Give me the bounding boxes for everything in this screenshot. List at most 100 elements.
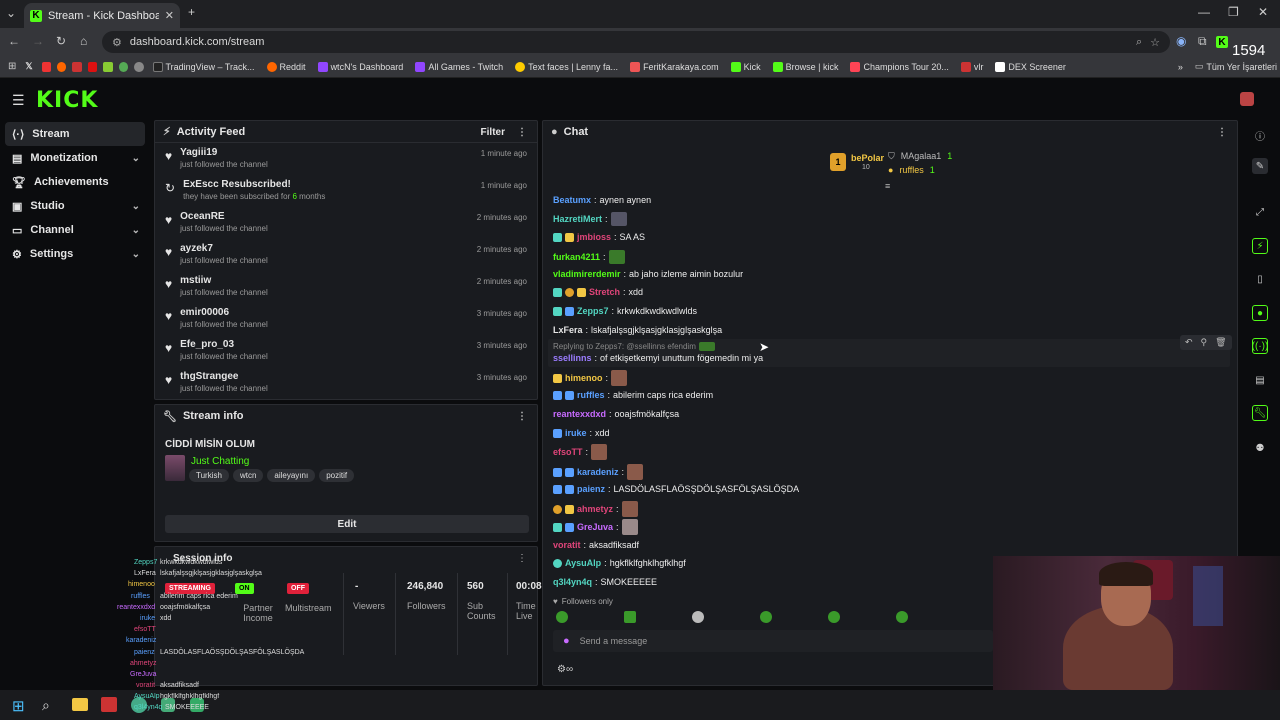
bookmark-twitch-games[interactable]: All Games - Twitch [412,61,506,72]
bookmark-kick[interactable]: Kick [728,61,764,72]
bookmark-wtcn-dashboard[interactable]: wtcN's Dashboard [315,61,407,72]
bookmark-champions-tour[interactable]: Champions Tour 20... [847,61,951,72]
tag[interactable]: Turkish [189,469,229,482]
kebab-icon[interactable]: ⋮ [1217,127,1227,138]
delete-icon[interactable]: 🗑︎ [1215,337,1227,347]
reddit-small-icon[interactable] [57,61,67,72]
sidebar-item-monetization[interactable]: ▤Monetization⌄ [12,152,140,165]
gmail-icon[interactable] [72,61,82,72]
site-info-icon[interactable]: ⚙ [112,36,122,49]
bookmark-reddit[interactable]: Reddit [264,61,309,72]
leaderboard-name[interactable]: bePolar [851,153,885,163]
activity-feed-header: ⚡︎ Activity Feed Filter ⋮ [155,121,537,143]
kebab-icon[interactable]: ⋮ [517,411,527,422]
reply-icon[interactable]: ↶ [1185,337,1193,347]
chrome-icon[interactable] [131,697,147,713]
reload-icon[interactable]: ↻ [56,34,67,48]
sidebar-item-stream[interactable]: ⟨·⟩Stream [5,122,145,146]
emote-icon[interactable] [896,611,908,623]
vip-badge-icon [577,287,586,297]
youtube-icon[interactable] [41,61,52,72]
sidebar-item-studio[interactable]: ▣Studio⌄ [12,200,140,213]
tag[interactable]: aileyayını [267,469,316,482]
tab-close-icon[interactable]: ✕ [164,10,174,22]
tag[interactable]: wtcn [232,469,264,482]
kebab-icon[interactable]: ⋮ [517,553,527,564]
filter-button[interactable]: Filter [480,127,505,138]
bookmark-vlr[interactable]: vlr [958,61,987,72]
info-icon[interactable]: ⓘ [1255,131,1265,143]
message-input[interactable]: ● Send a message [553,630,993,652]
leaderboard-name[interactable]: ruffles [899,165,924,175]
new-tab-icon[interactable]: + [188,5,196,19]
edit-button[interactable]: Edit [165,515,529,533]
zoom-icon[interactable]: ⌕ [1135,35,1143,48]
tab-search-icon[interactable]: ⌄ [6,6,17,20]
fullscreen-icon[interactable]: ⤢ [1256,206,1264,218]
chat-settings-icon[interactable]: ⚙∞ [557,664,574,675]
extension-icon[interactable]: ◉ [1176,34,1187,48]
leaderboard-name[interactable]: MAgalaa1 [900,151,942,161]
bookmark-feritkarakaya[interactable]: FeritKarakaya.com [627,61,722,72]
bookmark-icon[interactable] [134,61,144,72]
edit-icon[interactable]: ✎ [1252,158,1268,174]
microphone-icon[interactable]: ● [563,635,570,647]
chevron-down-icon: ⌄ [131,248,140,260]
kebab-icon[interactable]: ⋮ [517,127,527,138]
emote-icon[interactable] [556,611,568,623]
emote-icon[interactable] [692,611,704,623]
app-icon[interactable] [101,697,117,712]
extensions-puzzle-icon[interactable]: ⧉ [1198,34,1207,48]
emote-icon[interactable] [760,611,772,623]
kick-logo[interactable]: KICK [36,88,99,113]
back-icon[interactable]: ← [8,34,20,48]
chat-message: Zepps7:krkwkdkwdkwdlwlds [553,306,697,316]
mod-badge-icon [565,467,574,477]
bookmark-icon[interactable] [103,61,113,72]
windows-start-icon[interactable]: ⊞ [12,698,25,715]
wrench-icon[interactable]: 🔧︎ [1252,405,1268,421]
kick-extension-icon[interactable]: K [1216,36,1228,48]
all-bookmarks[interactable]: ▭Tüm Yer İşaretleri [1194,61,1277,72]
user-avatar[interactable] [1240,92,1254,106]
bookmark-tradingview[interactable]: TradingView – Track... [150,61,258,72]
bookmark-x[interactable]: 𝕏 [25,61,33,71]
bookmark-icon[interactable] [118,61,129,72]
menu-icon[interactable]: ☰ [12,92,25,108]
minimize-icon[interactable]: — [1198,5,1210,19]
emote-icon[interactable] [624,611,636,623]
pin-icon[interactable]: ⚲ [1200,337,1208,347]
tag[interactable]: pozitif [319,469,355,482]
stream-info-icon[interactable]: ▤ [1255,374,1265,386]
forward-icon[interactable]: → [32,34,44,48]
bookmark-star-icon[interactable]: ☆ [1150,36,1160,49]
mod-badge-icon [565,390,574,400]
search-icon[interactable]: ⌕ [42,697,50,713]
app-icon[interactable] [161,698,175,712]
users-icon[interactable]: ⚉ [1255,442,1265,454]
sidebar-item-settings[interactable]: ⚙Settings⌄ [12,248,140,261]
bookmark-dex-screener[interactable]: DEX Screener [992,61,1069,72]
browser-tab[interactable]: K Stream - Kick Dashboard ✕ [24,3,180,28]
app-icon[interactable] [190,698,204,712]
close-window-icon[interactable]: ✕ [1258,5,1269,19]
home-icon[interactable]: ⌂ [80,34,88,48]
emote-icon[interactable] [828,611,840,623]
broadcast-icon[interactable]: ((·)) [1252,338,1268,354]
bookmark-browse-kick[interactable]: Browse | kick [770,61,842,72]
category-link[interactable]: Just Chatting [191,456,250,467]
sidebar-item-achievements[interactable]: 🏆︎Achievements [12,176,109,189]
restore-icon[interactable]: ❐ [1228,5,1239,19]
sidebar-item-channel[interactable]: ▭Channel⌄ [12,224,140,237]
url-field[interactable]: ⚙ dashboard.kick.com/stream ⌕ ☆ [102,31,1170,53]
lightning-icon[interactable]: ⚡︎ [1252,238,1268,254]
expand-leaderboard-icon[interactable]: ≡ [885,181,891,191]
file-explorer-icon[interactable] [72,698,88,711]
more-bookmarks-icon[interactable]: » [1177,61,1183,72]
bookmark-lenny[interactable]: Text faces | Lenny fa... [512,61,621,72]
chat-bubble-icon[interactable]: ● [1252,305,1268,321]
apps-icon[interactable]: ⊞ [8,61,17,72]
document-icon[interactable]: ▯ [1257,273,1263,285]
yandex-icon[interactable] [87,61,98,72]
